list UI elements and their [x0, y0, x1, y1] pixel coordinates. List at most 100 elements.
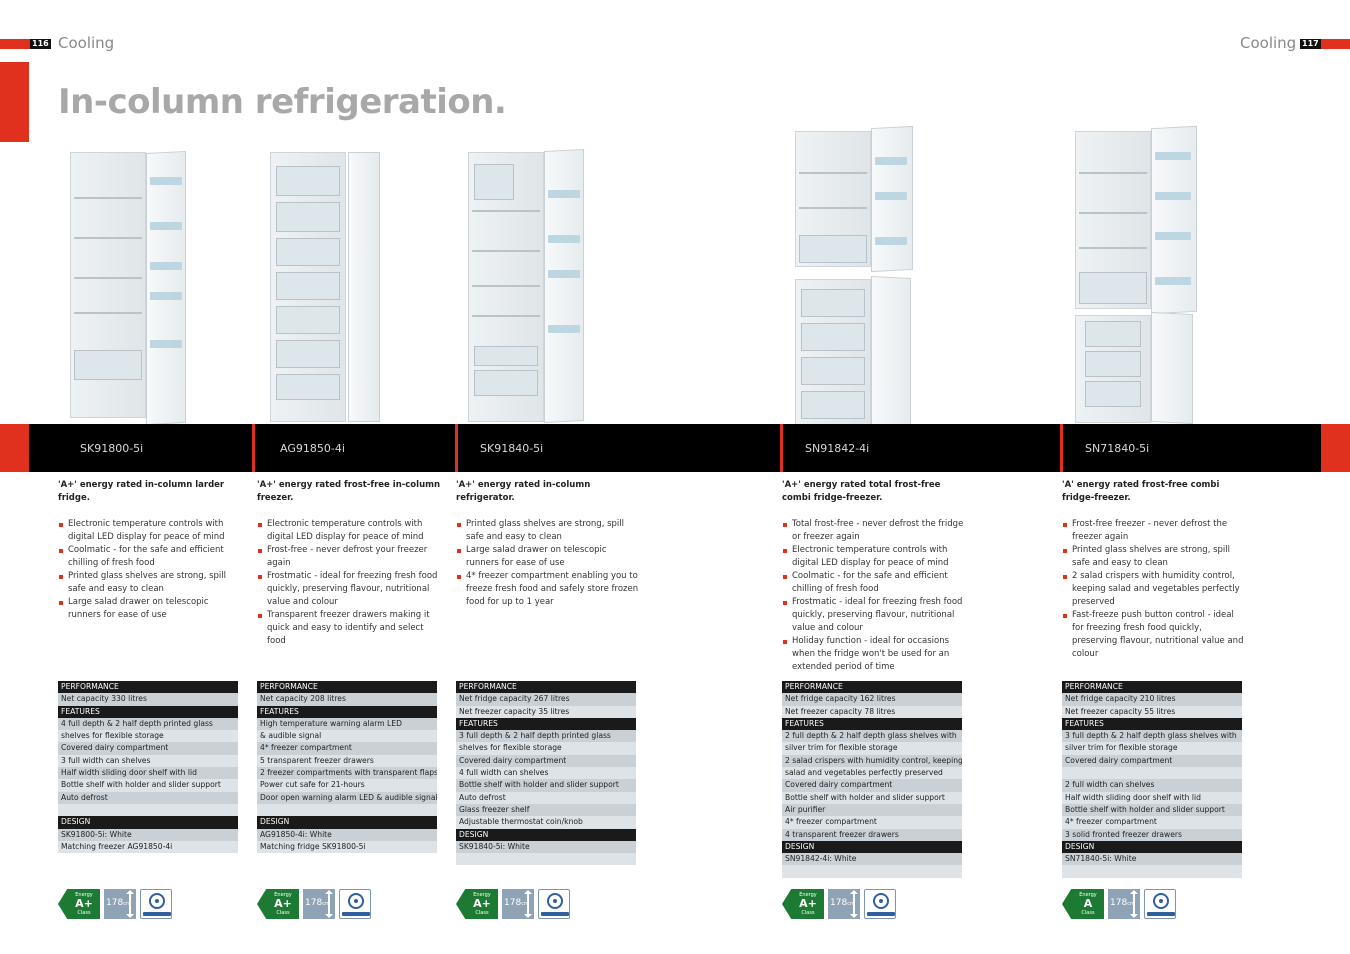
- model-name-sk91800-5i: SK91800-5i: [80, 442, 144, 455]
- height-value: 178: [305, 898, 323, 908]
- spec-row: shelves for flexible storage: [456, 742, 636, 755]
- bullet-item: Printed glass shelves are strong, spill …: [58, 570, 243, 596]
- page-tab-right: [1321, 39, 1350, 49]
- band-divider-2: [455, 424, 458, 472]
- quality-seal-icon: [864, 889, 896, 919]
- bullet-item: Fast-freeze push button control - ideal …: [1062, 609, 1247, 661]
- spec-row: SN91842-4i: White: [782, 853, 962, 866]
- section-label-left: Cooling: [58, 34, 115, 52]
- spec-row: SN71840-5i: White: [1062, 853, 1242, 866]
- spec-row: Half width sliding door shelf with lid: [58, 767, 238, 780]
- height-badge: 178cm: [1108, 889, 1140, 919]
- spec-row: 3 solid fronted freezer drawers: [1062, 828, 1242, 841]
- height-unit: cm: [521, 901, 529, 907]
- bullet-item: Frostmatic - ideal for freezing fresh fo…: [257, 570, 442, 609]
- height-value: 178: [504, 898, 522, 908]
- spec-row: [1062, 865, 1242, 878]
- spec-row: 4 full depth & 2 half depth printed glas…: [58, 717, 238, 731]
- spec-row: Net freezer capacity 78 litres: [782, 705, 962, 718]
- height-unit: cm: [847, 901, 855, 907]
- page-number-left: 116: [30, 39, 51, 49]
- spec-row: 4* freezer compartment: [1062, 816, 1242, 829]
- product-image-ag91850: [270, 152, 382, 424]
- spec-header-design: DESIGN: [257, 816, 437, 829]
- spec-row: Net fridge capacity 267 litres: [456, 693, 636, 706]
- spec-row: 3 full depth & 2 half depth glass shelve…: [1062, 730, 1242, 743]
- page-number-right: 117: [1300, 39, 1321, 49]
- band-accent-left: [0, 424, 29, 472]
- feature-bullets: Electronic temperature controls with dig…: [58, 518, 243, 622]
- spec-row: Covered dairy compartment: [782, 779, 962, 792]
- bullet-item: Holiday function - ideal for occasions w…: [782, 635, 967, 674]
- bullet-item: Frostmatic - ideal for freezing fresh fo…: [782, 596, 967, 635]
- spec-row: SK91840-5i: White: [456, 840, 636, 854]
- energy-grade: A+: [75, 897, 93, 910]
- model-name-sk91840-5i: SK91840-5i: [480, 442, 544, 455]
- energy-class-label: Class: [475, 910, 489, 916]
- bullet-item: Electronic temperature controls with dig…: [257, 518, 442, 544]
- product-intro: 'A' energy rated frost-free combi fridge…: [1062, 480, 1220, 503]
- energy-label: Energy: [1079, 892, 1097, 898]
- spec-row: Covered dairy compartment: [1062, 754, 1242, 768]
- section-label-right: Cooling: [1240, 34, 1297, 52]
- bullet-item: Coolmatic - for the safe and efficient c…: [58, 544, 243, 570]
- energy-class-label: Class: [801, 910, 815, 916]
- product-intro: 'A+' energy rated in-column larder fridg…: [58, 480, 225, 503]
- spec-row: Bottle shelf with holder and slider supp…: [456, 779, 636, 792]
- height-value: 178: [830, 898, 848, 908]
- spec-row: 3 full depth & 2 half depth printed glas…: [456, 730, 636, 743]
- bullet-item: Printed glass shelves are strong, spill …: [456, 518, 641, 544]
- band-divider-3: [780, 424, 783, 472]
- spec-row: & audible signal: [257, 730, 437, 743]
- spec-header-performance: PERFORMANCE: [1062, 681, 1242, 694]
- spec-row: Air purifier: [782, 803, 962, 817]
- energy-grade: A+: [473, 897, 491, 910]
- product-image-sn91842: [795, 125, 915, 437]
- feature-bullets: Total frost-free - never defrost the fri…: [782, 518, 967, 674]
- spec-row: Covered dairy compartment: [456, 754, 636, 768]
- spec-header-performance: PERFORMANCE: [257, 681, 437, 694]
- bullet-item: 4* freezer compartment enabling you to f…: [456, 570, 641, 609]
- spec-row: salad and vegetables perfectly preserved: [782, 767, 962, 780]
- spec-row: [58, 803, 238, 817]
- spec-row: Net fridge capacity 162 litres: [782, 693, 962, 706]
- page-tab-left: [0, 39, 30, 49]
- bullet-item: Electronic temperature controls with dig…: [782, 544, 967, 570]
- bullet-item: Large salad drawer on telescopic runners…: [456, 544, 641, 570]
- height-badge: 178cm: [303, 889, 335, 919]
- model-name-sn71840-5i: SN71840-5i: [1085, 442, 1150, 455]
- spec-header-design: DESIGN: [456, 828, 636, 841]
- model-name-ag91850-4i: AG91850-4i: [280, 442, 345, 455]
- spec-row: silver trim for flexible storage: [1062, 742, 1242, 755]
- spec-row: Door open warning alarm LED & audible si…: [257, 791, 437, 804]
- spec-row: Net fridge capacity 210 litres: [1062, 693, 1242, 706]
- spec-header-performance: PERFORMANCE: [782, 681, 962, 694]
- height-value: 178: [1110, 898, 1128, 908]
- height-value: 178: [106, 898, 124, 908]
- spec-row: Net freezer capacity 35 litres: [456, 705, 636, 718]
- model-band: [29, 424, 1321, 472]
- spec-header-design: DESIGN: [1062, 840, 1242, 854]
- spec-header-design: DESIGN: [782, 840, 962, 854]
- spec-row: Half width sliding door shelf with lid: [1062, 791, 1242, 804]
- spec-row: [257, 803, 437, 817]
- spec-row: [456, 853, 636, 866]
- height-unit: cm: [322, 901, 330, 907]
- product-image-sk91840: [468, 148, 586, 424]
- spec-row: Bottle shelf with holder and slider supp…: [1062, 803, 1242, 817]
- bullet-item: Transparent freezer drawers making it qu…: [257, 609, 442, 648]
- spec-header-design: DESIGN: [58, 816, 238, 829]
- bullet-item: Printed glass shelves are strong, spill …: [1062, 544, 1247, 570]
- energy-label: Energy: [799, 892, 817, 898]
- height-badge: 178cm: [502, 889, 534, 919]
- energy-label: Energy: [473, 892, 491, 898]
- spec-row: Bottle shelf with holder and slider supp…: [58, 779, 238, 792]
- feature-bullets: Frost-free freezer - never defrost the f…: [1062, 518, 1247, 661]
- spec-row: Net capacity 330 litres: [58, 693, 238, 706]
- quality-seal-icon: [140, 889, 172, 919]
- spec-row: Auto defrost: [58, 791, 238, 804]
